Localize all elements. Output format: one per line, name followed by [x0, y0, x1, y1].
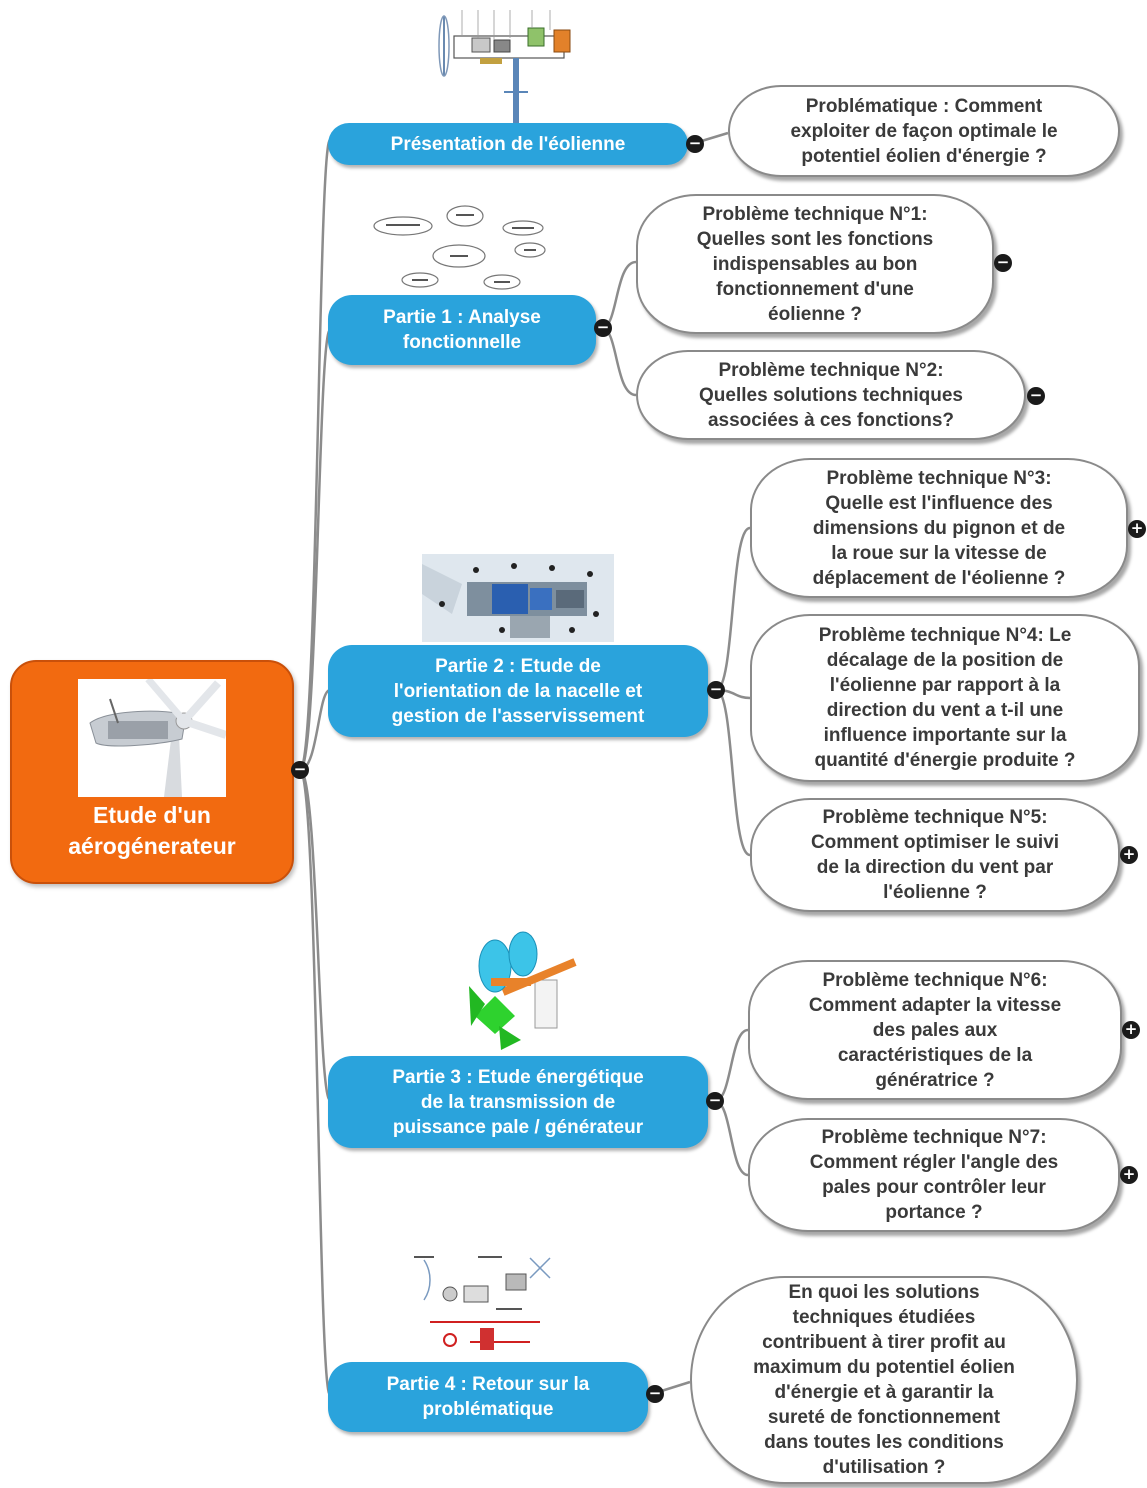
- branch-label: Partie 1 : Analyse fonctionnelle: [383, 307, 541, 353]
- leaf-text: Problème technique N°1: Quelles sont les…: [696, 203, 934, 325]
- gear-transmission-image: [469, 931, 577, 1050]
- branch-label: Partie 2 : Etude de l'orientation de la …: [391, 655, 645, 727]
- leaf-text: Problème technique N°7: Comment régler l…: [809, 1127, 1059, 1223]
- leaf-probleme-3[interactable]: Problème technique N°3: Quelle est l'inf…: [750, 458, 1128, 598]
- leaf-probleme-7[interactable]: Problème technique N°7: Comment régler l…: [748, 1118, 1120, 1232]
- leaf-text: En quoi les solutions techniques étudiée…: [753, 1282, 1015, 1478]
- branch-presentation[interactable]: Présentation de l'éolienne: [328, 123, 688, 165]
- root-collapse-toggle[interactable]: −: [291, 761, 309, 779]
- leaf-probleme-2-collapse-toggle[interactable]: −: [1027, 387, 1045, 405]
- branch-partie-1[interactable]: Partie 1 : Analyse fonctionnelle: [328, 295, 596, 365]
- leaf-probleme-6-expand-toggle[interactable]: +: [1122, 1021, 1140, 1039]
- leaf-probleme-2[interactable]: Problème technique N°2: Quelles solution…: [636, 350, 1026, 440]
- leaf-probleme-1[interactable]: Problème technique N°1: Quelles sont les…: [636, 194, 994, 334]
- branch-partie-4-collapse-toggle[interactable]: −: [646, 1385, 664, 1403]
- leaf-text: Problème technique N°2: Quelles solution…: [699, 359, 963, 431]
- branch-label: Partie 3 : Etude énergétique de la trans…: [392, 1066, 644, 1138]
- leaf-text: Problématique : Comment exploiter de faç…: [790, 95, 1058, 167]
- leaf-text: Problème technique N°3: Quelle est l'inf…: [812, 467, 1066, 589]
- branch-partie-2-collapse-toggle[interactable]: −: [707, 681, 725, 699]
- branch-partie-3-collapse-toggle[interactable]: −: [706, 1092, 724, 1110]
- wind-turbine-schematic-image: [432, 6, 582, 124]
- leaf-text: Problème technique N°4: Le décalage de l…: [814, 625, 1076, 771]
- branch-label: Présentation de l'éolienne: [390, 133, 626, 155]
- root-node[interactable]: Etude d'un aérogénerateur: [10, 660, 294, 884]
- wind-turbine-image: [78, 679, 226, 797]
- leaf-probleme-6[interactable]: Problème technique N°6: Comment adapter …: [748, 960, 1122, 1100]
- leaf-probleme-4[interactable]: Problème technique N°4: Le décalage de l…: [750, 614, 1140, 782]
- leaf-probleme-7-expand-toggle[interactable]: +: [1120, 1166, 1138, 1184]
- branch-partie-2[interactable]: Partie 2 : Etude de l'orientation de la …: [328, 645, 708, 737]
- leaf-text: Problème technique N°6: Comment adapter …: [808, 969, 1062, 1091]
- leaf-probleme-5[interactable]: Problème technique N°5: Comment optimise…: [750, 798, 1120, 912]
- branch-partie-1-collapse-toggle[interactable]: −: [594, 319, 612, 337]
- branch-presentation-collapse-toggle[interactable]: −: [686, 135, 704, 153]
- branch-partie-3[interactable]: Partie 3 : Etude énergétique de la trans…: [328, 1056, 708, 1148]
- leaf-probleme-5-expand-toggle[interactable]: +: [1120, 846, 1138, 864]
- root-title: Etude d'un aérogénerateur: [68, 802, 236, 859]
- functional-analysis-diagram-image: [373, 205, 546, 290]
- leaf-probleme-3-expand-toggle[interactable]: +: [1128, 520, 1146, 538]
- leaf-probleme-1-collapse-toggle[interactable]: −: [994, 254, 1012, 272]
- branch-partie-4[interactable]: Partie 4 : Retour sur la problématique: [328, 1362, 648, 1432]
- branch-label: Partie 4 : Retour sur la problématique: [386, 1374, 590, 1420]
- wind-system-schematic-image: [414, 1256, 551, 1350]
- leaf-conclusion[interactable]: En quoi les solutions techniques étudiée…: [690, 1276, 1078, 1484]
- leaf-text: Problème technique N°5: Comment optimise…: [810, 807, 1060, 903]
- leaf-problematique[interactable]: Problématique : Comment exploiter de faç…: [728, 85, 1120, 177]
- nacelle-mechanism-image: [422, 554, 614, 642]
